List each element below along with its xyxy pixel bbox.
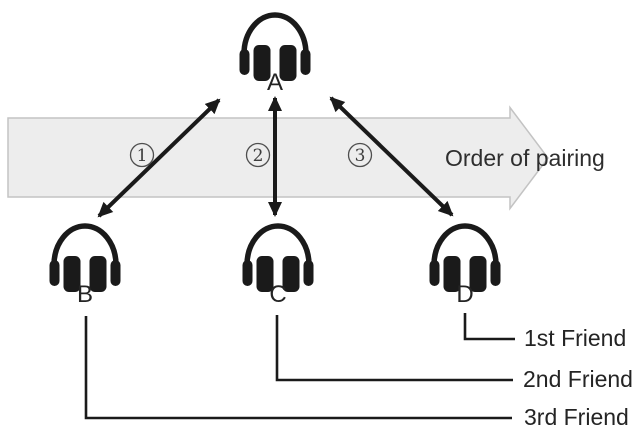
friend-label-1st: 1st Friend	[524, 325, 627, 351]
device-label-c: C	[269, 281, 287, 308]
step-number-1: 1	[137, 146, 148, 166]
pairing-arrow-a-b	[97, 98, 221, 218]
pairing-arrow-a-d	[329, 96, 454, 217]
leader-line-1st-friend	[463, 313, 515, 341]
device-label-a: A	[266, 69, 283, 96]
device-label-b: B	[76, 281, 93, 308]
step-badge-3: 3	[347, 142, 373, 168]
leader-line-3rd-friend	[84, 316, 512, 420]
step-badge-1: 1	[129, 142, 155, 168]
friend-label-2nd: 2nd Friend	[523, 366, 633, 392]
step-number-2: 2	[253, 146, 264, 166]
order-of-pairing-label: Order of pairing	[445, 145, 605, 171]
device-label-d: D	[456, 281, 474, 308]
friend-label-3rd: 3rd Friend	[524, 404, 629, 430]
leader-line-2nd-friend	[275, 315, 513, 382]
step-number-3: 3	[355, 146, 366, 166]
step-badge-2: 2	[245, 142, 271, 168]
